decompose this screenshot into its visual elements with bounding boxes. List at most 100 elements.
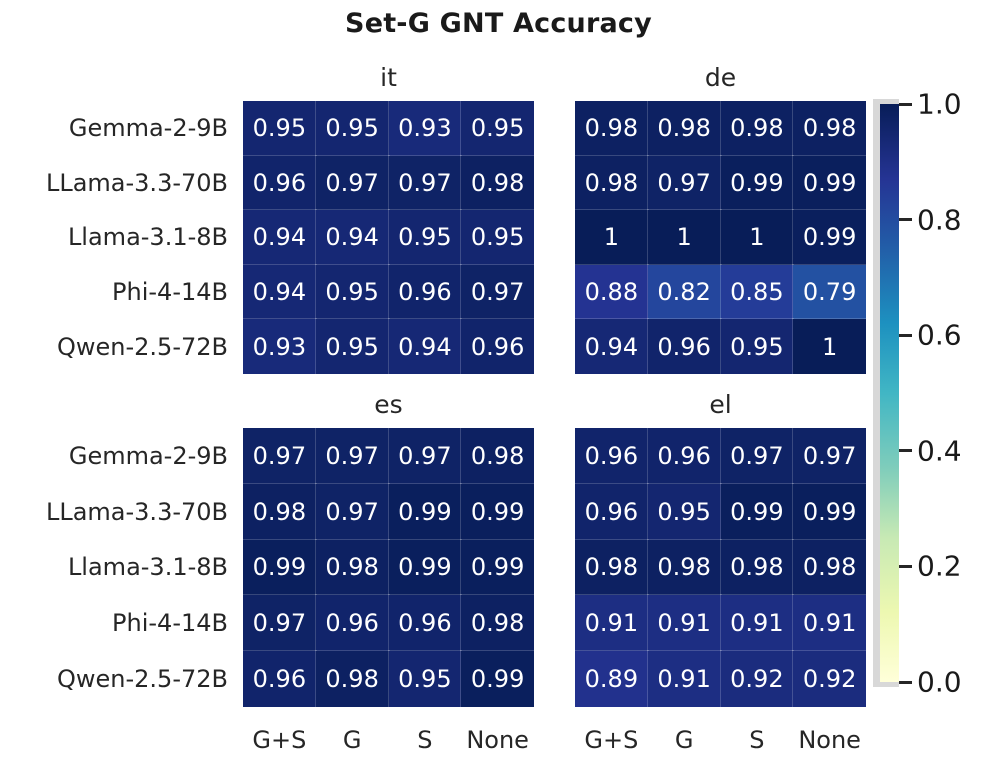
- heatmap-cell: 0.91: [720, 594, 794, 652]
- heatmap-cell: 0.95: [460, 209, 535, 266]
- heatmap-cell: 0.91: [792, 594, 867, 652]
- heatmap-cell: 0.97: [460, 264, 535, 320]
- colorbar-tick-label: 0.6: [917, 318, 962, 352]
- panel-title-el: el: [709, 390, 732, 419]
- heatmap-cell: 0.96: [388, 594, 462, 652]
- colorbar-gradient: [880, 104, 899, 682]
- y-tick-labels-it: Gemma-2-9B LLama-3.3-70B Llama-3.1-8B Phi-4…: [20, 101, 228, 374]
- y-tick-label: Phi-4-14B: [112, 278, 228, 307]
- heatmap-cell: 1: [574, 209, 649, 266]
- heatmap-cell: 0.95: [242, 100, 317, 157]
- heatmap-cell: 0.96: [647, 318, 721, 375]
- heatmap-cell: 1: [720, 209, 794, 266]
- x-tick-label: G+S: [584, 726, 639, 754]
- heatmap-cell: 0.98: [315, 539, 389, 596]
- y-tick-label: LLama-3.3-70B: [45, 168, 228, 197]
- colorbar-tick-mark: [899, 680, 912, 684]
- heatmap-cell: 0.99: [720, 155, 794, 211]
- heatmap-cell: 0.96: [315, 594, 389, 652]
- heatmap-cell: 0.99: [460, 650, 535, 708]
- heatmap-cell: 0.99: [792, 483, 867, 541]
- heatmap-cell: 0.88: [574, 264, 649, 320]
- heatmap-cell: 0.98: [720, 100, 794, 157]
- heatmap-cell: 0.97: [242, 594, 317, 652]
- x-tick-label: S: [417, 726, 433, 754]
- x-tick-label: G: [674, 726, 694, 754]
- colorbar-tick-mark: [899, 564, 912, 568]
- heatmap-cell: 0.98: [647, 100, 721, 157]
- heatmap-cell: 0.91: [574, 594, 649, 652]
- y-tick-label: Phi-4-14B: [112, 609, 228, 638]
- heatmap-cell: 0.98: [574, 539, 649, 596]
- heatmap-cell: 0.94: [315, 209, 389, 266]
- panel-title-de: de: [704, 63, 737, 92]
- colorbar-tick-label: 0.8: [917, 203, 962, 237]
- y-tick-label: Qwen-2.5-72B: [57, 665, 228, 694]
- heatmap-cell: 0.95: [720, 318, 794, 375]
- panel-title-it: it: [380, 63, 397, 92]
- heatmap-cell: 0.91: [647, 594, 721, 652]
- heatmap-cell: 0.94: [242, 209, 317, 266]
- heatmap-cell: 0.99: [388, 483, 462, 541]
- heatmap-cell: 0.97: [242, 427, 317, 485]
- heatmap-cell: 0.98: [242, 483, 317, 541]
- heatmap-cell: 0.95: [388, 650, 462, 708]
- heatmap-cell: 0.97: [315, 155, 389, 211]
- heatmap-cell: 0.98: [460, 155, 535, 211]
- heatmap-cell: 0.97: [720, 427, 794, 485]
- heatmap-cell: 0.96: [647, 427, 721, 485]
- heatmap-cell: 0.95: [460, 100, 535, 157]
- heatmap-cell: 0.95: [315, 318, 389, 375]
- heatmap-cell: 0.93: [388, 100, 462, 157]
- heatmap-cell: 0.98: [574, 155, 649, 211]
- heatmap-cell: 0.89: [574, 650, 649, 708]
- heatmap-cell: 0.96: [574, 427, 649, 485]
- heatmap-cell: 0.97: [388, 427, 462, 485]
- heatmap-cell: 0.91: [647, 650, 721, 708]
- y-tick-label: Qwen-2.5-72B: [57, 332, 228, 361]
- heatmap-cell: 0.82: [647, 264, 721, 320]
- heatmap-cell: 0.99: [388, 539, 462, 596]
- heatmap-cell: 0.94: [242, 264, 317, 320]
- heatmap-cell: 0.96: [574, 483, 649, 541]
- figure-title: Set-G GNT Accuracy: [345, 8, 652, 39]
- x-tick-label: None: [798, 726, 861, 754]
- colorbar-tick-mark: [899, 218, 912, 222]
- heatmap-cell: 0.97: [647, 155, 721, 211]
- heatmap-cell: 0.95: [388, 209, 462, 266]
- heatmap-cell: 0.97: [315, 427, 389, 485]
- colorbar-tick-label: 0.0: [917, 665, 962, 699]
- colorbar-tick-label: 1.0: [917, 87, 962, 121]
- heatmap-cell: 0.97: [315, 483, 389, 541]
- colorbar-tick-label: 0.2: [917, 549, 962, 583]
- heatmap-cell: 0.98: [647, 539, 721, 596]
- heatmap-cell: 0.99: [792, 209, 867, 266]
- x-tick-label: G+S: [252, 726, 307, 754]
- heatmap-cell: 0.99: [460, 483, 535, 541]
- heatmap-cell: 0.94: [574, 318, 649, 375]
- heatmap-cell: 0.96: [242, 650, 317, 708]
- heatmap-cell: 0.92: [792, 650, 867, 708]
- heatmap-cell: 1: [647, 209, 721, 266]
- y-tick-label: Llama-3.1-8B: [67, 223, 228, 252]
- heatmap-cell: 0.96: [388, 264, 462, 320]
- y-tick-label: Gemma-2-9B: [68, 114, 228, 143]
- heatmap-cell: 1: [792, 318, 867, 375]
- colorbar-tick-mark: [899, 333, 912, 337]
- heatmap-cell: 0.95: [647, 483, 721, 541]
- heatmap-cell: 0.98: [460, 594, 535, 652]
- y-tick-label: Llama-3.1-8B: [67, 553, 228, 582]
- heatmap-cell: 0.98: [792, 539, 867, 596]
- heatmap-cell: 0.97: [792, 427, 867, 485]
